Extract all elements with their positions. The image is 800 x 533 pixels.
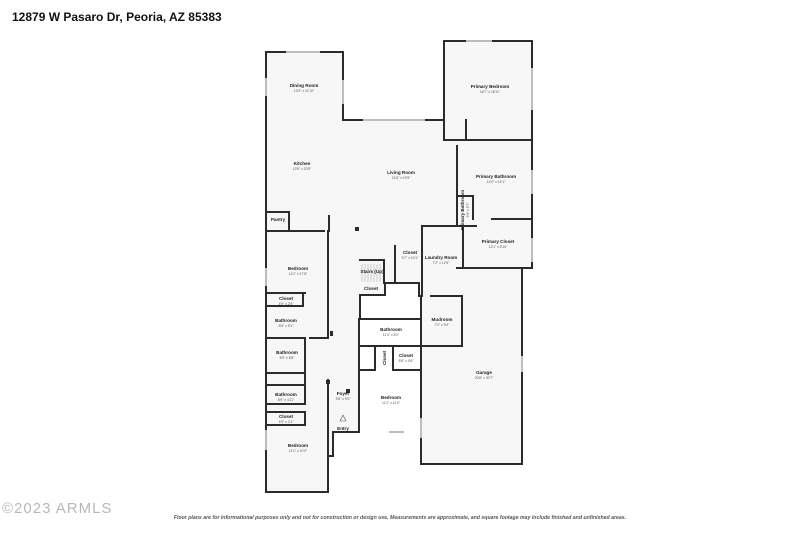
listing-address-title: 12879 W Pasaro Dr, Peoria, AZ 85383 — [12, 10, 222, 24]
svg-text:Primary Closet: Primary Closet — [482, 239, 515, 244]
svg-text:Garage: Garage — [476, 370, 492, 375]
svg-text:Bathroom: Bathroom — [275, 318, 297, 323]
room-label: Stairs (Up) — [360, 269, 384, 274]
svg-text:5'8" x 9'0": 5'8" x 9'0" — [336, 397, 352, 401]
svg-text:Closet: Closet — [399, 353, 414, 358]
svg-text:8'9" x 8'8": 8'9" x 8'8" — [280, 356, 296, 360]
svg-text:Stairs (Up): Stairs (Up) — [360, 269, 384, 274]
svg-text:Bedroom: Bedroom — [381, 395, 401, 400]
svg-text:Bedroom: Bedroom — [288, 443, 308, 448]
svg-text:8'9" x 4'11": 8'9" x 4'11" — [278, 398, 295, 402]
svg-text:Closet: Closet — [279, 296, 294, 301]
svg-text:8'5" x 5'1": 8'5" x 5'1" — [279, 324, 295, 328]
windows — [265, 40, 533, 450]
room-label: Closet — [382, 351, 387, 366]
svg-text:Primary Bathroom: Primary Bathroom — [476, 174, 516, 179]
copyright-watermark: ©2023 ARMLS — [2, 500, 113, 517]
svg-text:Living Room: Living Room — [387, 170, 415, 175]
svg-text:Foyer: Foyer — [337, 391, 350, 396]
svg-text:Primary Bedroom: Primary Bedroom — [471, 84, 510, 89]
svg-text:5'4" x 5'7": 5'4" x 5'7" — [466, 202, 470, 218]
svg-text:21'8" x 19'9": 21'8" x 19'9" — [392, 176, 411, 180]
svg-text:5'6" x 4'8": 5'6" x 4'8" — [399, 359, 415, 363]
walls — [265, 40, 533, 493]
room-label: Closet — [364, 286, 379, 291]
svg-text:Bathroom: Bathroom — [380, 327, 402, 332]
svg-text:Pantry: Pantry — [271, 217, 286, 222]
svg-text:14'2" x 14'1": 14'2" x 14'1" — [487, 180, 506, 184]
wall-posts — [326, 227, 359, 393]
disclaimer-text: Floor plans are for informational purpos… — [173, 515, 627, 521]
entry-marker: Entry — [337, 414, 349, 431]
svg-text:13'1" x 8'10": 13'1" x 8'10" — [489, 245, 508, 249]
svg-text:4'9" x 2'1": 4'9" x 2'1" — [279, 420, 295, 424]
svg-text:Laundry Room: Laundry Room — [425, 255, 457, 260]
svg-text:11'4" x 5'2": 11'4" x 5'2" — [383, 333, 400, 337]
room-label: Pantry — [271, 217, 286, 222]
svg-text:Closet: Closet — [279, 414, 294, 419]
entry-label: Entry — [337, 426, 349, 431]
svg-text:11'1" x 17'8": 11'1" x 17'8" — [289, 272, 308, 276]
stairs-hatch — [361, 264, 381, 282]
svg-text:13'5" x 20'5": 13'5" x 20'5" — [293, 167, 312, 171]
svg-text:Mudroom: Mudroom — [432, 317, 453, 322]
svg-text:5'7" x 10'1": 5'7" x 10'1" — [402, 256, 420, 260]
svg-text:16'7" x 18'11": 16'7" x 18'11" — [480, 90, 501, 94]
svg-text:Closet: Closet — [382, 351, 387, 366]
svg-text:13'3" x 11'10": 13'3" x 11'10" — [294, 89, 315, 93]
svg-text:Kitchen: Kitchen — [294, 161, 311, 166]
svg-text:Bedroom: Bedroom — [288, 266, 308, 271]
svg-text:Dining Room: Dining Room — [290, 83, 319, 88]
svg-text:20'8" x 30'7": 20'8" x 30'7" — [475, 376, 494, 380]
svg-text:7'2" x 12'9": 7'2" x 12'9" — [433, 261, 451, 265]
svg-text:Closet: Closet — [364, 286, 379, 291]
svg-text:Closet: Closet — [403, 250, 418, 255]
svg-text:Bathroom: Bathroom — [276, 350, 298, 355]
svg-text:7'2" x 9'4": 7'2" x 9'4" — [435, 323, 451, 327]
svg-text:Bathroom: Bathroom — [275, 392, 297, 397]
floor-fill — [266, 41, 532, 492]
svg-text:Primary Bathroom: Primary Bathroom — [460, 190, 465, 230]
svg-text:11'1" x 10'2": 11'1" x 10'2" — [289, 449, 308, 453]
svg-text:4'9" x 2'8": 4'9" x 2'8" — [279, 302, 295, 306]
svg-text:11'2" x 11'0": 11'2" x 11'0" — [382, 401, 401, 405]
